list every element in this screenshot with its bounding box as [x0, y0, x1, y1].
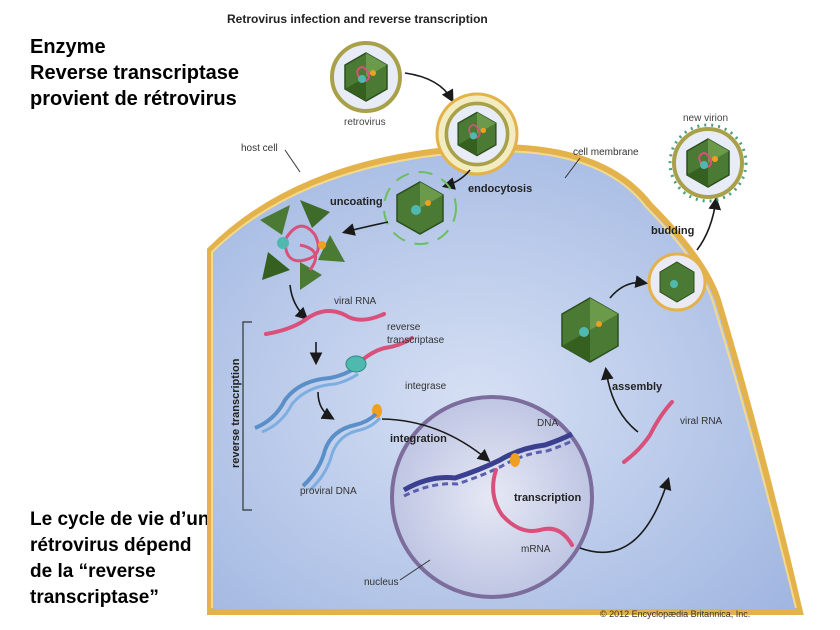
label-new-virion: new virion: [683, 113, 728, 124]
diagram-title: Retrovirus infection and reverse transcr…: [227, 12, 488, 26]
label-endocytosis: endocytosis: [468, 183, 532, 195]
rna-dna-hybrid: [254, 366, 357, 430]
caption-line-4: transcriptase”: [30, 587, 159, 608]
caption-line-2: rétrovirus dépend: [30, 535, 192, 556]
label-reverse-transcription: reverse transcription: [230, 358, 242, 468]
viral-rna-strand: [264, 309, 386, 336]
budding-virion: [647, 252, 707, 312]
caption-line-1: Le cycle de vie d’un: [30, 509, 210, 530]
label-viral-rna-right: viral RNA: [680, 416, 723, 427]
label-proviral-dna: proviral DNA: [300, 486, 357, 497]
reverse-transcriptase-enzyme: [345, 355, 367, 373]
label-cell-membrane: cell membrane: [573, 147, 639, 158]
arrow-to-membrane: [404, 72, 454, 103]
label-integration: integration: [390, 433, 447, 445]
label-viral-rna-top: viral RNA: [334, 296, 377, 307]
label-nucleus: nucleus: [364, 577, 398, 588]
mrna-strand: [491, 468, 574, 547]
heading-origin: provient de rétrovirus: [30, 88, 237, 110]
host-dna: [402, 431, 574, 493]
virion-uncoating: [383, 171, 457, 245]
new-virion: [668, 123, 748, 203]
proviral-dna: [301, 412, 378, 488]
broken-capsid: [260, 200, 345, 290]
label-assembly: assembly: [612, 381, 663, 393]
label-retrovirus: retrovirus: [344, 117, 386, 128]
label-transcription: transcription: [514, 492, 582, 504]
heading-reverse-transcriptase: Reverse transcriptase: [30, 62, 240, 84]
label-host-cell: host cell: [241, 143, 278, 154]
host-cell: [207, 144, 804, 615]
copyright: © 2012 Encyclopædia Britannica, Inc.: [600, 609, 750, 619]
label-uncoating: uncoating: [330, 196, 383, 208]
virion-entering: [435, 92, 519, 176]
retrovirus-particle: [330, 41, 402, 113]
label-reverse: reverse: [387, 322, 421, 333]
heading-enzyme: Enzyme: [30, 36, 106, 58]
viral-rna-right: [622, 400, 674, 464]
label-integrase: integrase: [405, 381, 447, 392]
label-dna: DNA: [537, 418, 558, 429]
label-budding: budding: [651, 225, 694, 237]
label-mrna: mRNA: [521, 544, 551, 555]
caption-line-3: de la “reverse: [30, 561, 156, 582]
label-transcriptase: transcriptase: [387, 335, 445, 346]
assembled-capsid: [561, 297, 619, 363]
